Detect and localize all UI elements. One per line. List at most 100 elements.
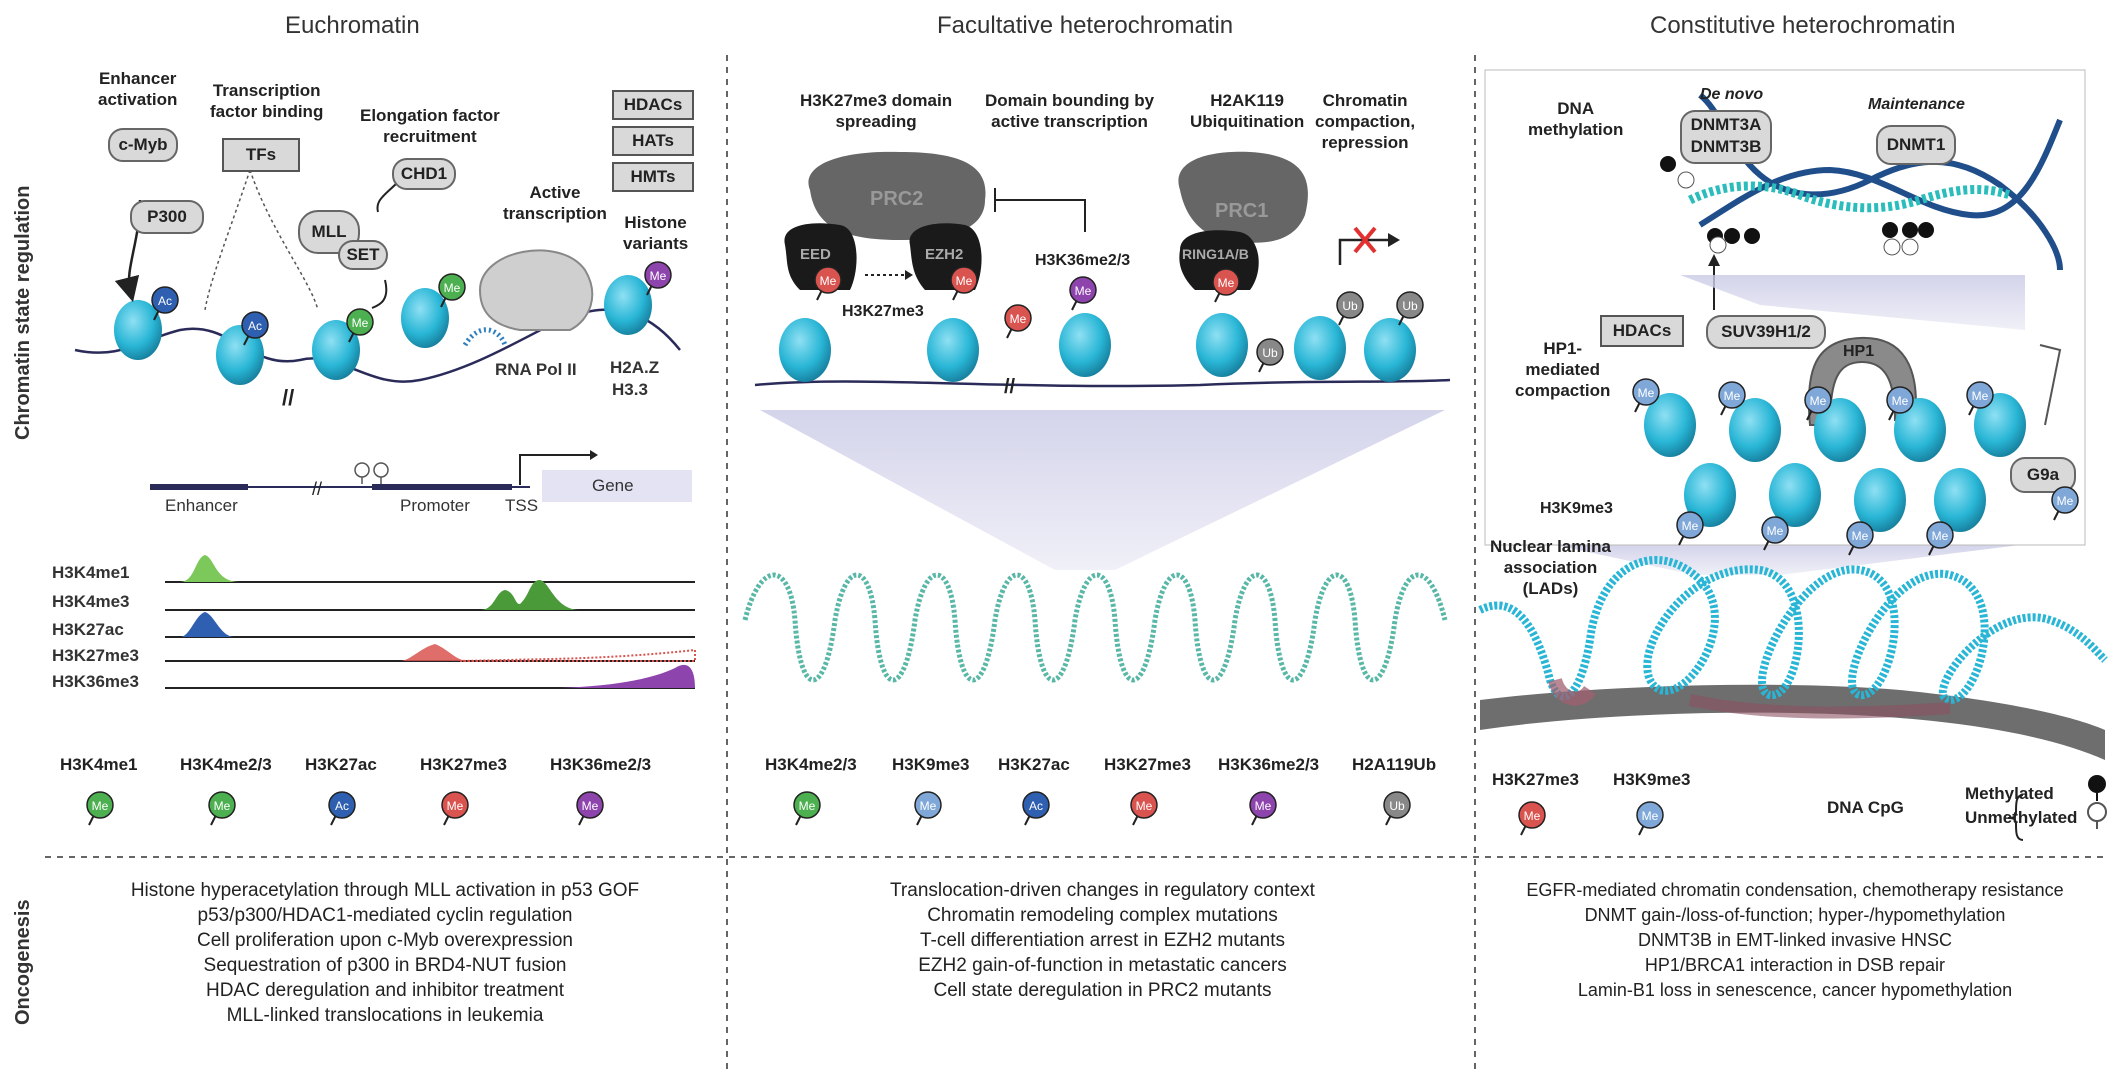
- onc-item: EGFR-mediated chromatin condensation, ch…: [1526, 880, 2064, 900]
- label-tf-binding: Transcription factor binding: [210, 81, 324, 121]
- const-funnel-bottom: [1555, 545, 2020, 575]
- onc-item: DNMT gain-/loss-of-function; hyper-/hypo…: [1584, 905, 2006, 925]
- track-label: H3K36me3: [52, 672, 139, 691]
- suv39-pill: SUV39H1/2: [1706, 315, 1826, 349]
- unmethylated-label: Unmethylated: [1965, 808, 2078, 827]
- mark-legend-label: H2A119Ub: [1352, 755, 1437, 774]
- mll-pill: MLL: [298, 210, 360, 254]
- onc-item: Lamin-B1 loss in senescence, cancer hypo…: [1577, 980, 2013, 1000]
- mark-legend-label: H3K27me3: [1492, 770, 1579, 789]
- enhancer-label: Enhancer: [165, 496, 238, 515]
- hp1-label: HP1: [1843, 343, 1875, 360]
- prc1-complex: [1178, 151, 1308, 243]
- track-label: H3K4me3: [52, 592, 130, 611]
- onc-item: Translocation-driven changes in regulato…: [890, 880, 1315, 901]
- mark-legend-label: H3K36me2/3: [1218, 755, 1320, 774]
- dnmt1-pill: DNMT1: [1876, 125, 1956, 165]
- const-funnel-top: [1680, 275, 2025, 330]
- mark-legend-label: H3K27me3: [420, 755, 507, 774]
- hdacs-box-const: HDACs: [1600, 315, 1684, 347]
- mark-legend-label: H3K4me2/3: [765, 755, 857, 774]
- onc-item: Cell state deregulation in PRC2 mutants: [933, 980, 1272, 1001]
- onc-facultative: Translocation-driven changes in regulato…: [735, 878, 1470, 1003]
- rna-pol-ii-icon: [478, 249, 594, 331]
- chd1-pill: CHD1: [392, 158, 456, 190]
- unmethylated-lollipop-icon: [2087, 802, 2107, 822]
- row-label-oncogenesis: Oncogenesis: [12, 899, 34, 1025]
- repressed-tss-arrow: [1338, 238, 1390, 265]
- label-ubiquitination: H2AK119 Ubiquitination: [1190, 91, 1305, 131]
- methylated-lollipop-icon: [2088, 775, 2106, 793]
- onc-item: HP1/BRCA1 interaction in DSB repair: [1644, 955, 1946, 975]
- promoter-region: [372, 484, 512, 490]
- label-bounding: Domain bounding by active transcription: [985, 91, 1155, 131]
- onc-item: Sequestration of p300 in BRD4-NUT fusion: [203, 955, 567, 976]
- mark-legend-label: H3K9me3: [1613, 770, 1691, 789]
- eu-dna-fiber: [74, 308, 681, 383]
- label-elongation: Elongation factor recruitment: [360, 106, 500, 146]
- prc2-label: PRC2: [870, 188, 924, 210]
- eu-nucleosomes: [114, 275, 652, 385]
- cmyb-pill: c-Myb: [108, 128, 178, 162]
- svg-text://: //: [312, 479, 322, 499]
- promoter-label: Promoter: [400, 496, 470, 515]
- nucleosome: [401, 288, 449, 348]
- rna-pol-label: RNA Pol II: [495, 360, 577, 379]
- prc2-complex: [808, 151, 986, 240]
- onc-item: EZH2 gain-of-function in metastatic canc…: [918, 955, 1287, 976]
- hdacs-box: HDACs: [612, 90, 694, 120]
- label-enhancer-activation: Enhancer activation: [98, 69, 178, 109]
- set-pill: SET: [338, 240, 388, 270]
- onc-item: DNMT3B in EMT-linked invasive HNSC: [1637, 930, 1953, 950]
- fac-nucleosomes: [779, 313, 1416, 382]
- mark-legend-label: H3K27ac: [305, 755, 377, 774]
- hats-box: HATs: [612, 126, 694, 156]
- label-active-transcription: Active transcription: [503, 183, 607, 223]
- track-label: H3K27me3: [52, 646, 139, 665]
- h2az-label: H2A.Z: [610, 358, 660, 377]
- fac-loop-fiber: [742, 572, 1448, 683]
- mark-legend-label: H3K27ac: [998, 755, 1070, 774]
- nucleosome: [216, 325, 264, 385]
- onc-item: Chromatin remodeling complex mutations: [927, 905, 1278, 926]
- label-spreading: H3K27me3 domain spreading: [800, 91, 953, 131]
- row-label-regulation: Chromatin state regulation: [12, 185, 34, 440]
- mark-legend-label: H3K4me2/3: [180, 755, 272, 774]
- nucleosome: [114, 300, 162, 360]
- onc-euchromatin: Histone hyperacetylation through MLL act…: [45, 878, 725, 1028]
- track-label: H3K4me1: [52, 563, 130, 582]
- svg-text://: //: [282, 385, 294, 410]
- mark-legend-label: H3K4me1: [60, 755, 138, 774]
- const-panel: [1484, 69, 2086, 546]
- nucleosome: [312, 320, 360, 380]
- label-maintenance: Maintenance: [1868, 96, 1965, 113]
- mark-legend-label: H3K36me2/3: [550, 755, 652, 774]
- tfs-box: TFs: [222, 138, 300, 172]
- label-hp1-compaction: HP1- mediated compaction: [1515, 339, 1611, 400]
- track-label: H3K27ac: [52, 620, 124, 639]
- p300-pill: P300: [130, 200, 204, 234]
- tss-label: TSS: [505, 496, 539, 515]
- h3k9me3-label: H3K9me3: [1540, 500, 1613, 517]
- label-histone-variants: Histone variants: [623, 213, 689, 253]
- enhancer-region: [150, 484, 248, 490]
- eed-label: EED: [800, 246, 831, 263]
- cpg-lollipops: [1660, 156, 1934, 256]
- h3k27me3-label: H3K27me3: [842, 303, 924, 320]
- bounding-inhibition: [995, 199, 1086, 232]
- nucleosome: [604, 275, 652, 335]
- ezh2-label: EZH2: [925, 246, 964, 263]
- fac-funnel: [760, 410, 1445, 570]
- ring1-label: RING1A/B: [1182, 246, 1249, 262]
- svg-text://: //: [1004, 376, 1016, 398]
- h3k36me23-label: H3K36me2/3: [1035, 252, 1131, 269]
- label-dna-methylation: DNA methylation: [1528, 99, 1624, 139]
- mark-legend-label: H3K27me3: [1104, 755, 1191, 774]
- onc-item: MLL-linked translocations in leukemia: [226, 1005, 544, 1026]
- gene-box: [542, 470, 692, 502]
- mark-legend-label: H3K9me3: [892, 755, 970, 774]
- onc-item: p53/p300/HDAC1-mediated cyclin regulatio…: [197, 905, 573, 926]
- title-facultative: Facultative heterochromatin: [937, 12, 1234, 39]
- onc-item: Cell proliferation upon c-Myb overexpres…: [197, 930, 573, 951]
